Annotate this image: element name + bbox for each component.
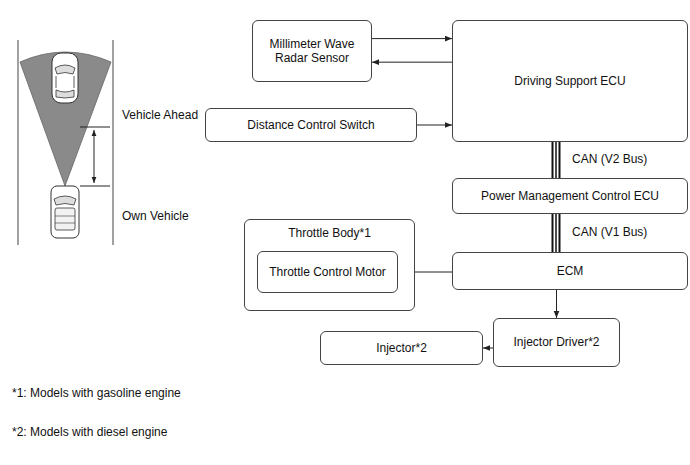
vehicle-label: Own Vehicle — [122, 209, 189, 223]
own-vehicle-car — [51, 186, 79, 238]
distance-dimension — [80, 127, 110, 186]
node-text: Driving Support ECU — [514, 74, 625, 88]
node-text: ECM — [557, 264, 584, 278]
can-bus-line — [556, 214, 557, 252]
ecu-box: Driving Support ECU — [452, 20, 688, 142]
injector-box: Injector*2 — [320, 331, 483, 365]
radar-beam — [20, 52, 111, 186]
signal-arrow — [417, 125, 452, 126]
node-text: Power Management Control ECU — [481, 189, 659, 203]
bus-label: CAN (V2 Bus) — [570, 152, 649, 166]
node-text: Millimeter Wave Radar Sensor — [259, 37, 365, 66]
signal-arrow — [372, 38, 452, 39]
motor-box: Throttle Control Motor — [257, 251, 398, 293]
signal-arrow — [556, 290, 557, 318]
component-group-box: Throttle Body*1Throttle Control Motor — [244, 219, 415, 311]
signal-arrow — [372, 62, 452, 63]
footnote: *2: Models with diesel engine — [12, 425, 167, 439]
can-bus-line — [556, 142, 557, 178]
node-text: Throttle Control Motor — [269, 265, 386, 279]
vehicle-ahead-car — [52, 53, 78, 103]
road-line — [18, 40, 19, 245]
road-line — [113, 40, 114, 245]
node-text: Injector Driver*2 — [513, 335, 599, 349]
vehicle-label: Vehicle Ahead — [122, 108, 198, 122]
switch-box: Distance Control Switch — [205, 108, 417, 142]
footnote: *1: Models with gasoline engine — [12, 386, 181, 400]
node-text: Throttle Body*1 — [288, 226, 371, 240]
sensor-box: Millimeter Wave Radar Sensor — [252, 20, 372, 82]
node-text: Injector*2 — [376, 341, 427, 355]
driver-box: Injector Driver*2 — [493, 318, 620, 367]
ecu-box: Power Management Control ECU — [452, 178, 688, 214]
bus-label: CAN (V1 Bus) — [570, 225, 649, 239]
node-text: Distance Control Switch — [247, 118, 374, 132]
signal-arrow — [483, 348, 493, 349]
ecu-box: ECM — [452, 252, 688, 290]
